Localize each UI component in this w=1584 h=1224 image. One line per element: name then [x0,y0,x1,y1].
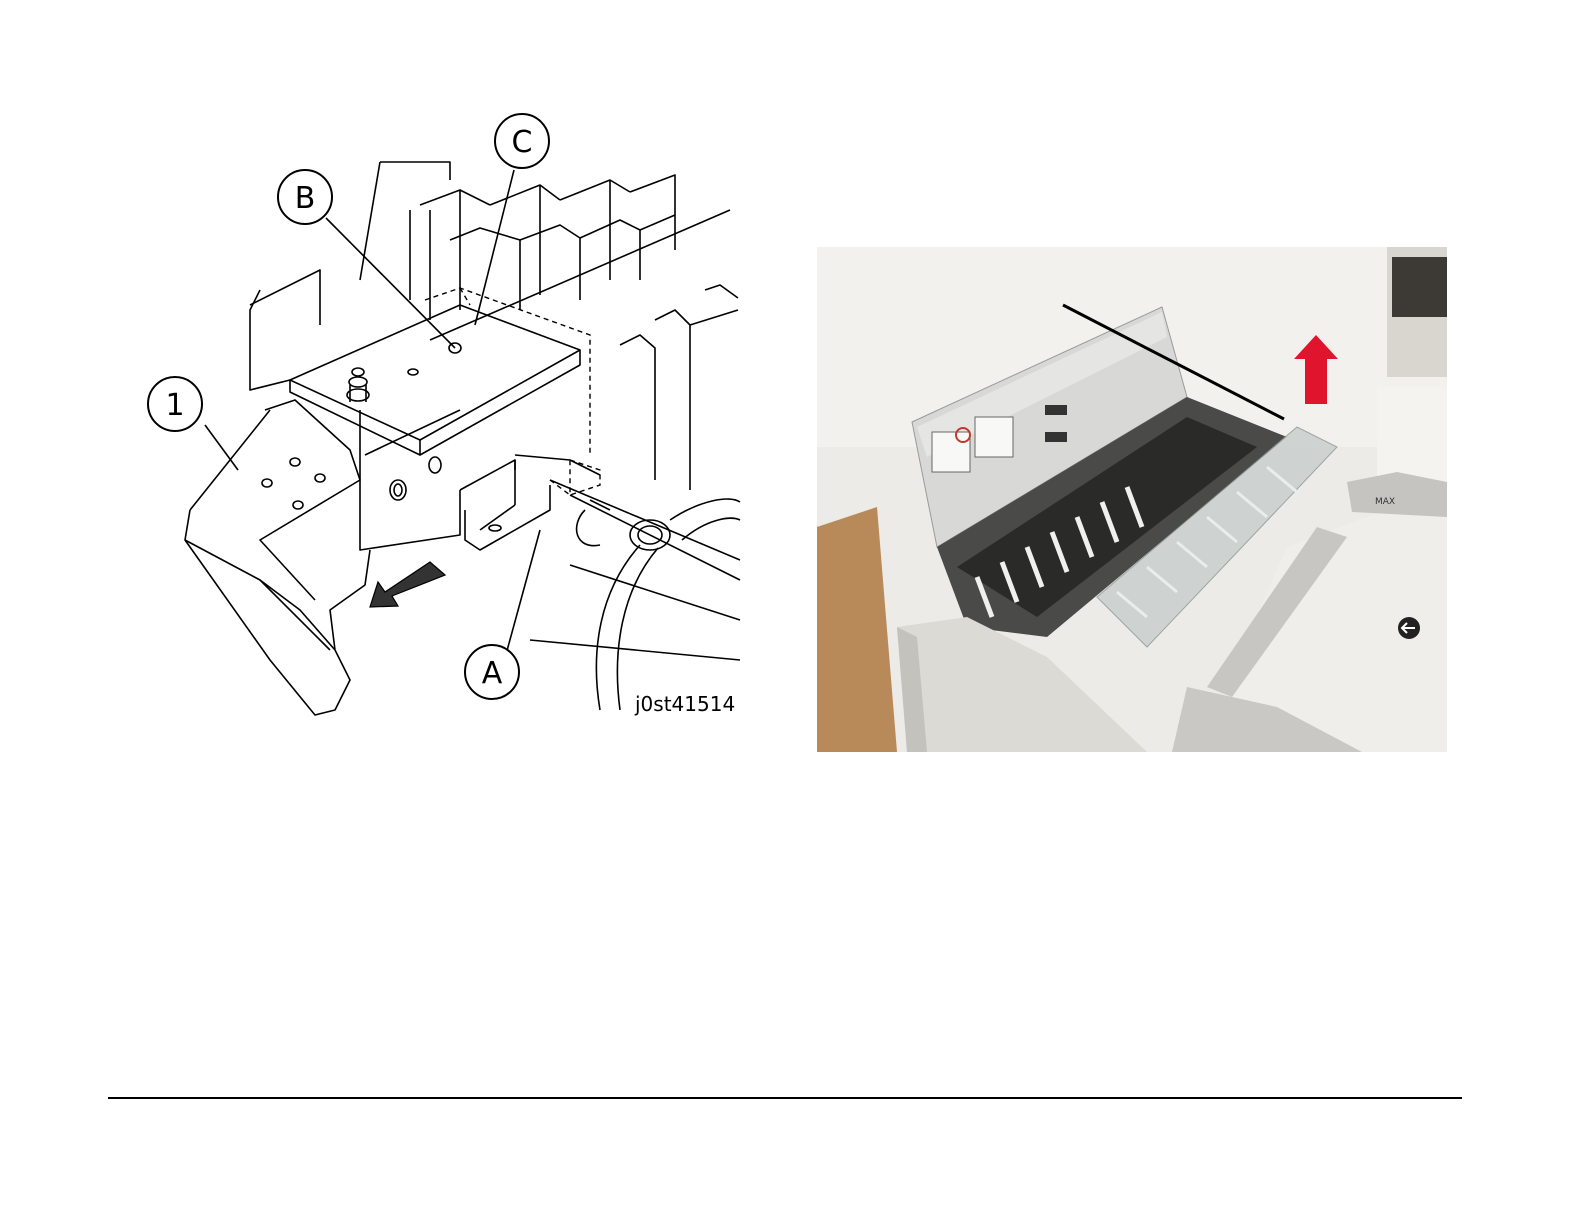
photo-document-feeder: MAX [817,247,1447,752]
max-label: MAX [1375,497,1395,507]
photo-svg: MAX [817,247,1447,752]
callout-c-label: C [512,125,533,160]
figure-id-label: j0st41514 [634,692,735,716]
footer-rule [108,1097,1462,1099]
direction-arrow-icon [370,562,445,607]
drawing-svg: C B 1 A j0st41514 [130,110,750,730]
callout-1-label: 1 [165,388,184,423]
callout-b-label: B [295,181,316,216]
callout-a-label: A [482,656,503,691]
technical-drawing: C B 1 A j0st41514 [130,110,750,730]
